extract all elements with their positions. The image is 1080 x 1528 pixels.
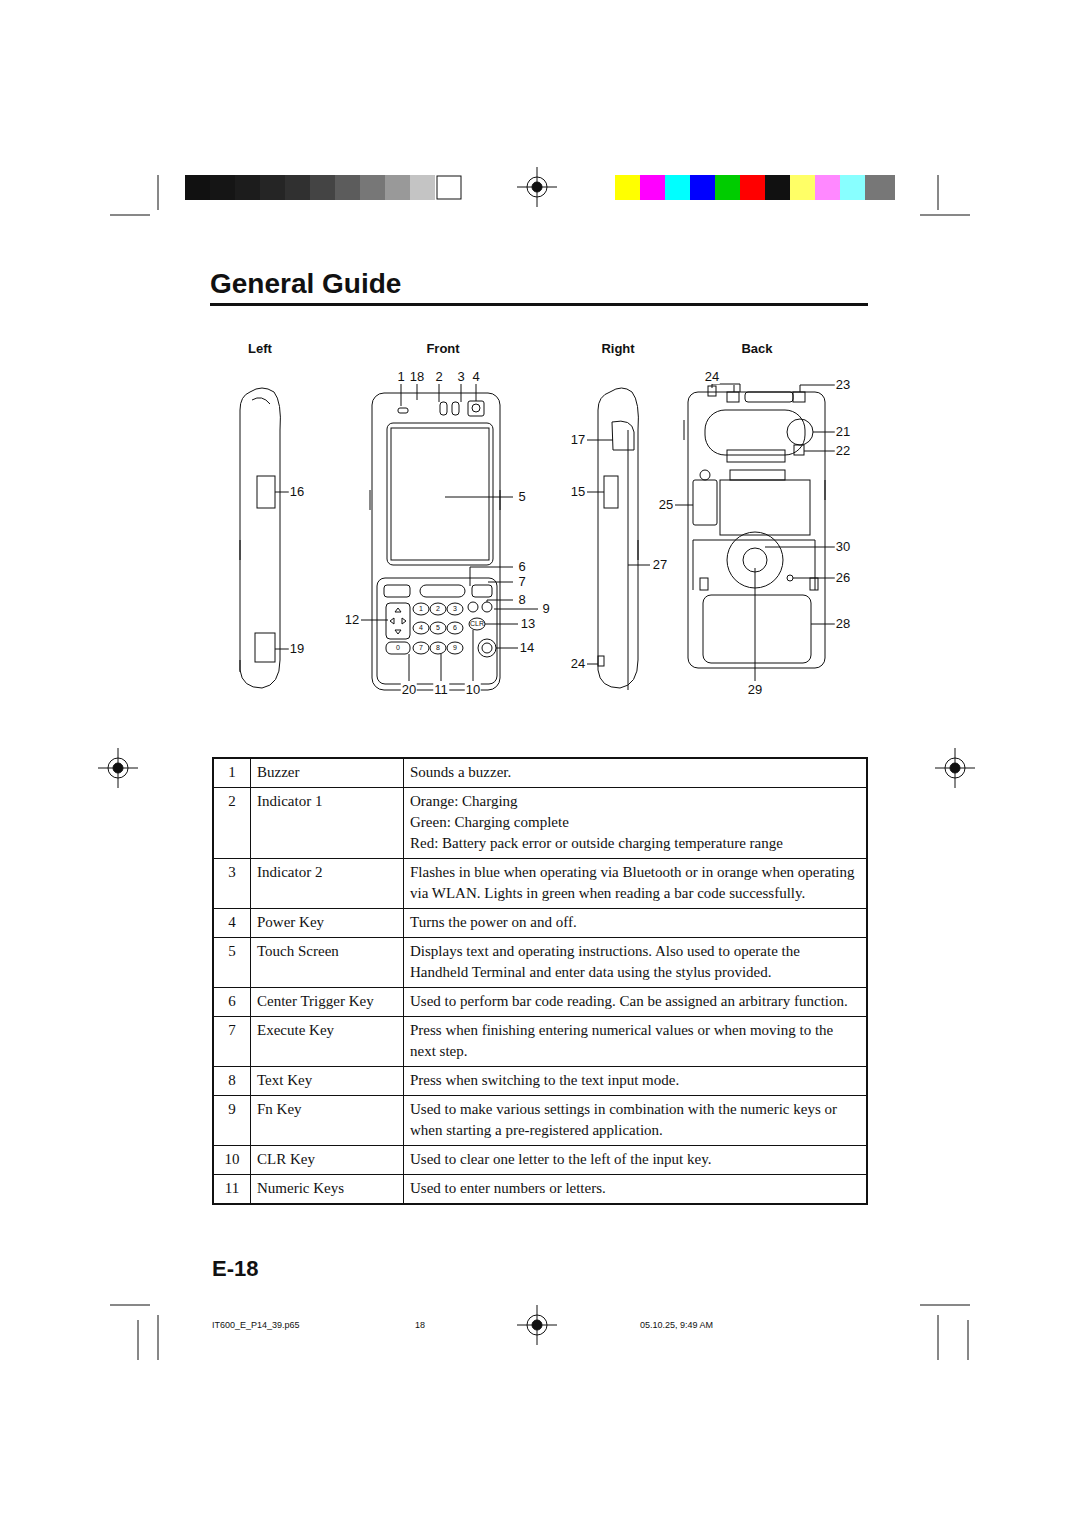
table-cell: Text Key	[257, 1070, 397, 1091]
view-label: Right	[601, 341, 634, 356]
table-cell: 3	[220, 862, 244, 883]
table-cell: 1	[220, 762, 244, 783]
table-cell: 5	[220, 941, 244, 962]
callout-number: 3	[456, 370, 465, 384]
key-label: 7	[419, 644, 423, 652]
table-cell: CLR Key	[257, 1149, 397, 1170]
footer-text: 05.10.25, 9:49 AM	[640, 1320, 713, 1330]
table-cell: Indicator 1	[257, 791, 397, 812]
callout-number: 9	[541, 602, 550, 616]
key-label: 0	[396, 644, 400, 652]
callout-number: 24	[704, 370, 720, 384]
table-cell: 6	[220, 991, 244, 1012]
callout-number: 1	[396, 370, 405, 384]
table-cell: 8	[220, 1070, 244, 1091]
callout-number: 22	[835, 444, 851, 458]
table-cell: Orange: Charging	[410, 791, 860, 812]
key-label: 4	[419, 624, 423, 632]
callout-number: 26	[835, 571, 851, 585]
color-bars	[185, 175, 895, 200]
view-label: Back	[741, 341, 772, 356]
front-view	[370, 393, 500, 690]
table-cell: Green: Charging complete	[410, 812, 860, 833]
callout-number: 7	[517, 575, 526, 589]
callout-number: 12	[344, 613, 360, 627]
table-cell: Displays text and operating instructions…	[410, 941, 860, 983]
callout-number: 23	[835, 378, 851, 392]
callout-number: 19	[289, 642, 305, 656]
table-cell: 9	[220, 1099, 244, 1120]
view-label: Front	[426, 341, 459, 356]
view-label: Left	[248, 341, 272, 356]
table-cell: Press when switching to the text input m…	[410, 1070, 860, 1091]
key-label: 6	[453, 624, 457, 632]
table-cell: Numeric Keys	[257, 1178, 397, 1199]
callout-number: 17	[570, 433, 586, 447]
table-cell: Used to make various settings in combina…	[410, 1099, 860, 1141]
title-rule	[210, 303, 868, 306]
left-view	[240, 388, 280, 688]
key-label: 8	[436, 644, 440, 652]
callout-number: 10	[465, 683, 481, 697]
callout-number: 30	[835, 540, 851, 554]
table-cell: 4	[220, 912, 244, 933]
table-cell: Fn Key	[257, 1099, 397, 1120]
callout-number: 20	[401, 683, 417, 697]
table-cell: Center Trigger Key	[257, 991, 397, 1012]
callout-number: 15	[570, 485, 586, 499]
callout-number: 16	[289, 485, 305, 499]
table-cell: Turns the power on and off.	[410, 912, 860, 933]
key-label: 3	[453, 605, 457, 613]
table-cell: Used to clear one letter to the left of …	[410, 1149, 860, 1170]
table-cell: Red: Battery pack error or outside charg…	[410, 833, 860, 854]
callout-number: 2	[434, 370, 443, 384]
key-label: CLR	[470, 620, 484, 628]
key-label: 2	[436, 605, 440, 613]
parts-table: 1 Buzzer Sounds a buzzer. 2 Indicator 1 Orang…	[212, 757, 868, 1205]
callout-number: 21	[835, 425, 851, 439]
table-cell: Press when finishing entering numerical …	[410, 1020, 860, 1062]
callout-number: 13	[520, 617, 536, 631]
callout-number: 5	[517, 490, 526, 504]
table-cell: Touch Screen	[257, 941, 397, 962]
callout-number: 25	[658, 498, 674, 512]
table-cell: Flashes in blue when operating via Bluet…	[410, 862, 860, 904]
callout-number: 29	[747, 683, 763, 697]
page-title: General Guide	[210, 268, 401, 300]
table-cell: 2	[220, 791, 244, 812]
table-cell: Used to enter numbers or letters.	[410, 1178, 860, 1199]
right-view	[598, 388, 638, 690]
table-cell: Sounds a buzzer.	[410, 762, 860, 783]
table-cell: Power Key	[257, 912, 397, 933]
table-cell: 7	[220, 1020, 244, 1041]
table-cell: Execute Key	[257, 1020, 397, 1041]
table-cell: Indicator 2	[257, 862, 397, 883]
footer-text: 18	[415, 1320, 425, 1330]
page-number: E-18	[212, 1256, 258, 1282]
callout-number: 18	[409, 370, 425, 384]
footer-text: IT600_E_P14_39.p65	[212, 1320, 300, 1330]
callout-number: 6	[517, 560, 526, 574]
callout-number: 11	[433, 683, 449, 697]
table-cell: 10	[220, 1149, 244, 1170]
table-cell: 11	[220, 1178, 244, 1199]
callout-number: 4	[471, 370, 480, 384]
key-label: 5	[436, 624, 440, 632]
callout-number: 28	[835, 617, 851, 631]
table-cell: Used to perform bar code reading. Can be…	[410, 991, 860, 1012]
key-label: 1	[419, 605, 423, 613]
leader-lines	[275, 384, 835, 681]
callout-number: 14	[519, 641, 535, 655]
crop-marks	[98, 167, 975, 1360]
callout-number: 27	[652, 558, 668, 572]
callout-number: 8	[517, 593, 526, 607]
table-cell: Buzzer	[257, 762, 397, 783]
callout-number: 24	[570, 657, 586, 671]
key-label: 9	[453, 644, 457, 652]
